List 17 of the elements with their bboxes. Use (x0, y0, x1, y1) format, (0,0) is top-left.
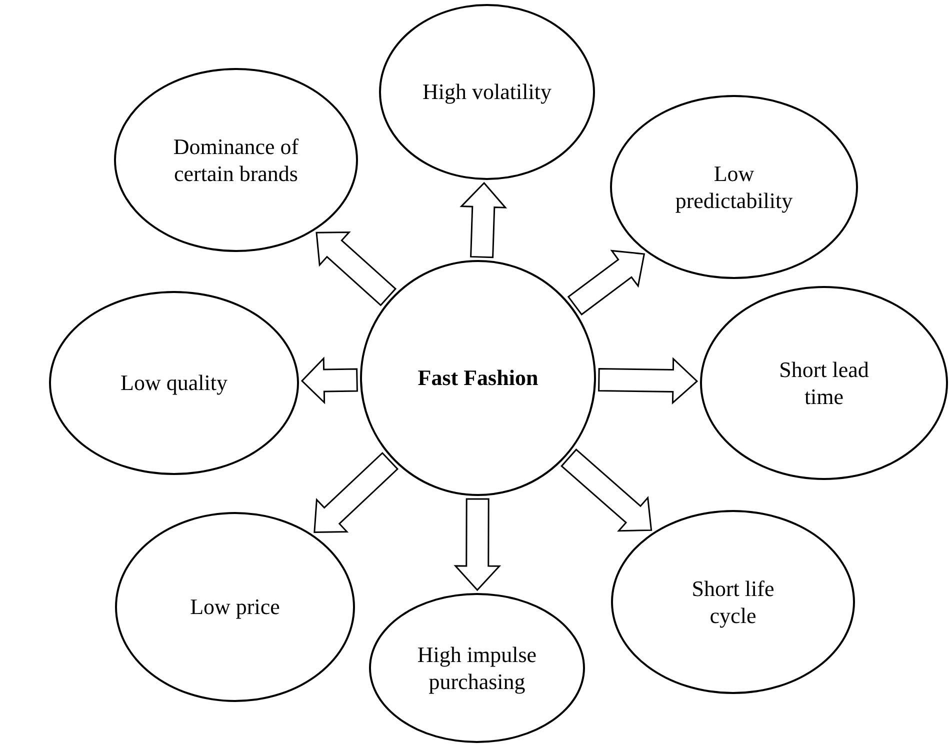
block-arrow (316, 232, 397, 306)
node-label: High volatility (422, 78, 552, 106)
node-label: Short lead time (778, 356, 870, 410)
node-label: Dominance of certain brands (172, 132, 300, 188)
node-label: High impulse purchasing (416, 640, 538, 696)
block-arrow (314, 452, 399, 533)
block-arrow (560, 448, 652, 532)
node-label: Fast Fashion (416, 364, 540, 392)
block-arrow (300, 356, 358, 404)
node-label: Low predictability (674, 160, 794, 214)
node-label: Low price (189, 593, 281, 621)
block-arrow (598, 357, 698, 404)
block-arrow (460, 182, 508, 258)
node-label: Low quality (120, 369, 228, 397)
block-arrow (567, 250, 646, 316)
block-arrow (454, 498, 502, 592)
node-label: Short life cycle (690, 574, 776, 630)
